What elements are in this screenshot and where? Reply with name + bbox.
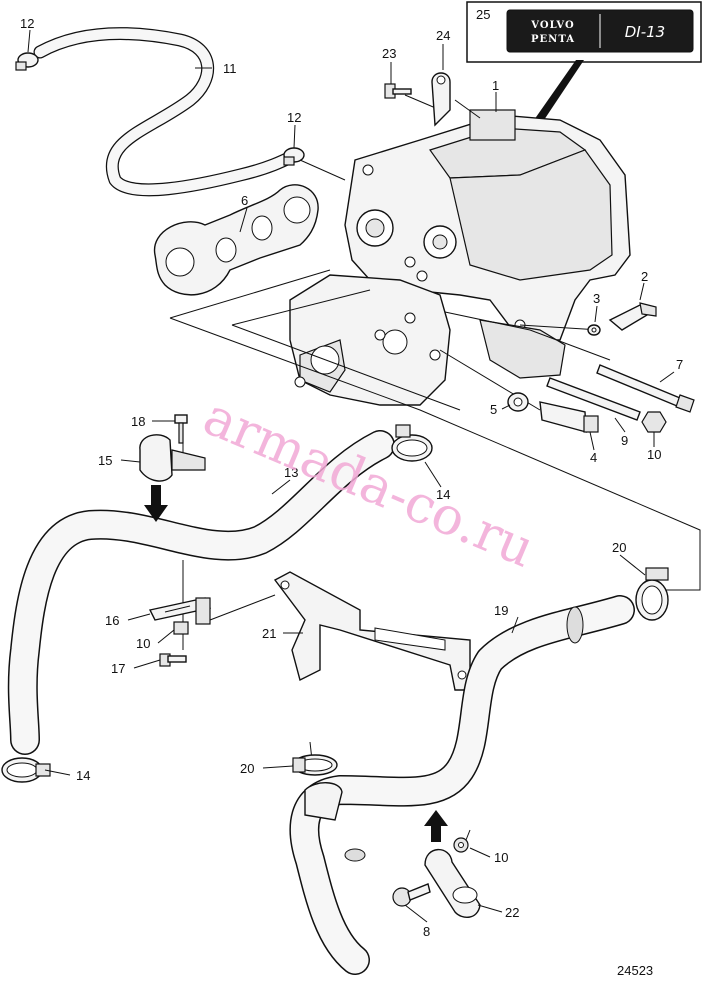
hose-clamp-12-mid	[283, 147, 305, 166]
callout-7: 7	[676, 357, 683, 372]
callout-10-left: 10	[136, 636, 150, 651]
callout-17: 17	[111, 661, 125, 676]
callout-14-top: 14	[436, 487, 450, 502]
hose-clamp-14-top	[391, 424, 433, 462]
bolt-8	[392, 883, 431, 907]
callout-2: 2	[641, 269, 648, 284]
coolant-hose-13	[7, 430, 395, 755]
callout-15: 15	[98, 453, 112, 468]
hose-clamp-20-right	[635, 567, 669, 621]
assembly-arrow-down	[144, 485, 168, 522]
hose-clamp-20-bottom	[292, 754, 338, 776]
bracket-24	[431, 72, 451, 127]
callout-13: 13	[284, 465, 298, 480]
bolt-23	[384, 83, 412, 99]
bolt-17	[159, 653, 187, 667]
callout-24: 24	[436, 28, 450, 43]
hose-clip-22	[424, 848, 481, 918]
screw-18	[174, 414, 188, 444]
callout-19: 19	[494, 603, 508, 618]
callout-10-right: 10	[647, 447, 661, 462]
hose-clamp-14-bottom	[1, 757, 51, 783]
bracket-21	[273, 571, 471, 691]
nut-10-bottom	[453, 837, 469, 853]
callout-16: 16	[105, 613, 119, 628]
assembly-arrow-up	[424, 810, 448, 842]
callout-10-bottom: 10	[494, 850, 508, 865]
callout-20-bottom: 20	[240, 761, 254, 776]
callout-20-right: 20	[612, 540, 626, 555]
washer-5	[507, 392, 529, 412]
gasket-6	[153, 184, 319, 296]
callout-18: 18	[131, 414, 145, 429]
callout-8: 8	[423, 924, 430, 939]
callout-4: 4	[590, 450, 597, 465]
logo-model-text: DI-13	[625, 23, 665, 41]
nut-10-left	[173, 621, 189, 635]
bolt-9	[546, 377, 641, 421]
coolant-hose-19	[289, 595, 635, 975]
callout-3: 3	[593, 291, 600, 306]
diagram-id: 24523	[617, 963, 653, 978]
callout-9: 9	[621, 433, 628, 448]
callout-21: 21	[262, 626, 276, 641]
thermostat-housing-lower	[289, 274, 566, 406]
callout-12-top: 12	[20, 16, 34, 31]
nut-10-right	[641, 411, 667, 433]
bolt-7	[596, 364, 695, 413]
callout-25: 25	[476, 7, 490, 22]
callout-5: 5	[490, 402, 497, 417]
sensor-4	[539, 401, 599, 433]
bracket-16	[148, 597, 212, 625]
callout-14-bottom: 14	[76, 768, 90, 783]
logo-plate: VOLVO PENTA DI-13	[466, 1, 702, 63]
hose-clamp-12-top	[15, 52, 39, 71]
logo-brand-line2: PENTA	[531, 34, 575, 45]
callout-6: 6	[241, 193, 248, 208]
washer-3	[587, 324, 601, 336]
sensor-2	[608, 302, 657, 331]
callout-1: 1	[492, 78, 499, 93]
callout-leaders	[27, 29, 675, 923]
small-hose-11	[33, 27, 302, 197]
thermostat-housing-1	[344, 109, 631, 341]
callout-labels: 12 11 12 6 23 24 25 1 2 3 7 5 4 9 10 18 …	[20, 7, 683, 939]
callout-11: 11	[223, 61, 237, 76]
hose-clip-15	[139, 434, 206, 482]
pipe-stub	[304, 782, 343, 821]
logo-brand-line1: VOLVO	[530, 20, 574, 31]
callout-12-mid: 12	[287, 110, 301, 125]
callout-22: 22	[505, 905, 519, 920]
callout-23: 23	[382, 46, 396, 61]
